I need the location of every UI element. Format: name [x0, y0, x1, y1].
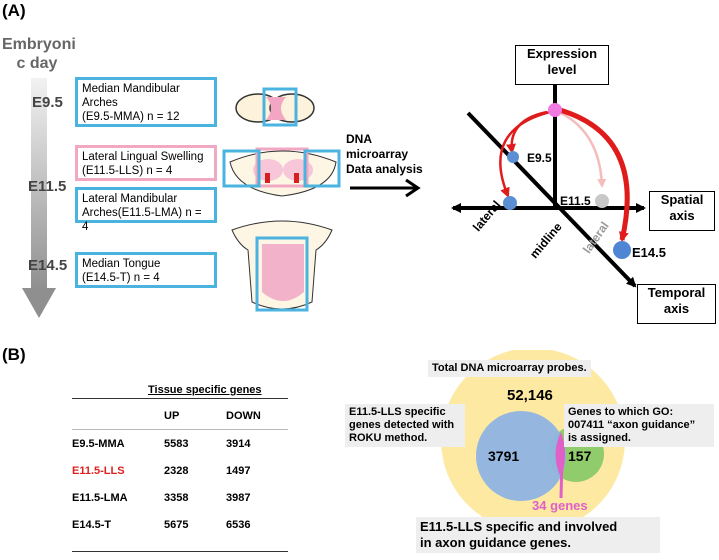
table-row: E9.5-MMA 5583 3914 — [72, 429, 288, 458]
tissue-text: Lateral Lingual Swelling — [82, 151, 204, 163]
tissue-genes-table: UP DOWN E9.5-MMA 5583 3914 E11.5-LLS 232… — [72, 402, 288, 538]
e9-5-arches-drawing — [235, 87, 315, 127]
venn-lls-label: E11.5-LLS specific genes detected with R… — [345, 404, 465, 447]
tissue-text: Median Tongue — [82, 258, 161, 270]
day-title-line1: Embryoni — [2, 36, 76, 53]
table-bottom-rule — [72, 551, 288, 552]
arrow-to-lateral — [499, 109, 555, 198]
arrow-to-e9-5 — [506, 110, 548, 154]
row-name: E9.5-MMA — [72, 437, 125, 450]
venn-overlap-label: 34 genes — [532, 498, 588, 513]
analysis-line2: microarray — [346, 147, 409, 161]
tissue-text: Median Mandibular — [82, 83, 180, 95]
analysis-line1: DNA — [346, 132, 372, 146]
tissue-text: (E9.5-MMA) n = 12 — [82, 111, 180, 123]
table-row: E11.5-LLS 2328 1497 — [72, 457, 288, 484]
node-lateral-right — [595, 194, 609, 208]
point-label-e11-5: E11.5 — [560, 194, 591, 208]
summary-line: in axon guidance genes. — [420, 535, 571, 550]
tissue-text: Lateral Mandibular — [82, 193, 178, 205]
tissue-text: Arches — [82, 97, 118, 109]
go-label-line: 007411 “axon guidance” — [568, 419, 696, 431]
analysis-line3: Data analysis — [346, 162, 423, 176]
axis-box-text: level — [547, 62, 577, 77]
table-top-rule — [72, 398, 288, 399]
embryonic-day-title: Embryoni c day — [2, 35, 76, 73]
go-label-line: Genes to which GO: — [568, 406, 674, 418]
row-up: 2328 — [164, 464, 189, 477]
row-name: E11.5-LLS — [72, 464, 125, 477]
timeline-arrow — [22, 78, 56, 318]
axis-box-text: Temporal — [647, 285, 706, 300]
arrow-to-lateral-right — [558, 110, 607, 188]
row-up: 5583 — [164, 437, 189, 450]
panel-b-label: (B) — [2, 345, 26, 364]
venn-lls-value: 3791 — [488, 448, 520, 464]
venn-summary: E11.5-LLS specific and involved in axon … — [416, 517, 660, 553]
lls-label-line: E11.5-LLS specific — [349, 406, 446, 418]
node-peak — [548, 103, 562, 117]
embryo-illustrations — [222, 87, 341, 312]
go-label-line: is assigned. — [568, 432, 631, 444]
venn-diagram — [441, 350, 625, 532]
point-label-e9-5: E9.5 — [527, 151, 552, 165]
axis-box-spatial: Spatial axis — [649, 191, 715, 231]
tissue-box-e14-5-t: Median Tongue (E14.5-T) n = 4 — [75, 252, 217, 288]
day-e9-5: E9.5 — [32, 94, 63, 111]
table-row: E14.5-T 5675 6536 — [72, 511, 288, 538]
table-row: E11.5-LMA 3358 3987 — [72, 484, 288, 511]
day-e14-5: E14.5 — [28, 257, 68, 274]
node-lateral-left — [503, 196, 517, 210]
point-label-e14-5: E14.5 — [632, 245, 666, 260]
row-down: 3987 — [226, 491, 251, 504]
table-header-up: UP — [164, 409, 180, 422]
venn-lls-circle — [476, 411, 566, 501]
axis-box-temporal: Temporal axis — [637, 284, 716, 324]
table-header-cell — [72, 402, 164, 430]
table-header-down: DOWN — [226, 409, 261, 422]
axis-box-text: Spatial — [660, 192, 704, 207]
row-up: 3358 — [164, 491, 189, 504]
row-down: 3914 — [226, 437, 251, 450]
row-up: 5675 — [164, 518, 189, 531]
lls-label-line: ROKU method. — [349, 432, 428, 444]
venn-go-label: Genes to which GO: 007411 “axon guidance… — [564, 404, 714, 447]
day-e11-5: E11.5 — [28, 178, 67, 195]
e14-5-tongue-drawing — [231, 220, 333, 312]
panel-a-label: (A) — [2, 1, 26, 20]
table-header-row: UP DOWN — [72, 402, 288, 430]
row-name: E14.5-T — [72, 518, 112, 531]
tissue-box-e11-5-lma: Lateral Mandibular Arches(E11.5-LMA) n =… — [75, 187, 217, 233]
venn-total-label: Total DNA microarray probes. — [428, 360, 591, 377]
row-name: E11.5-LMA — [72, 491, 128, 504]
tissue-box-e11-5-lls: Lateral Lingual Swelling (E11.5-LLS) n =… — [75, 145, 217, 181]
node-e14-5 — [613, 241, 631, 259]
row-down: 6536 — [226, 518, 251, 531]
analysis-arrow — [350, 178, 421, 198]
expression-axis-diagram — [451, 73, 646, 288]
axis-box-text: axis — [663, 301, 690, 316]
tissue-box-e9-5-mma: Median Mandibular Arches (E9.5-MMA) n = … — [75, 77, 217, 127]
node-e9-5 — [507, 151, 519, 163]
tissue-text: Arches(E11.5-LMA) n = 4 — [82, 207, 202, 233]
lls-label-line: genes detected with — [349, 419, 455, 431]
venn-go-value: 157 — [568, 448, 592, 464]
day-title-line2: c day — [16, 55, 58, 72]
summary-line: E11.5-LLS specific and involved — [420, 519, 618, 534]
table-title: Tissue specific genes — [148, 384, 262, 396]
venn-total-value: 52,146 — [507, 387, 553, 404]
temporal-axis-line — [466, 111, 637, 288]
tissue-text: (E11.5-LLS) n = 4 — [82, 165, 173, 177]
axis-box-text: Expression — [526, 46, 598, 61]
arrow-to-e14-5 — [559, 107, 630, 242]
row-down: 1497 — [226, 464, 251, 477]
axis-box-text: axis — [669, 208, 695, 223]
overlap-pointer — [559, 457, 564, 499]
dna-analysis-label: DNA microarray Data analysis — [346, 132, 423, 177]
tissue-text: (E14.5-T) n = 4 — [82, 272, 160, 284]
axis-box-expression: Expression level — [515, 45, 609, 85]
e11-5-tongue-drawing — [222, 147, 341, 197]
